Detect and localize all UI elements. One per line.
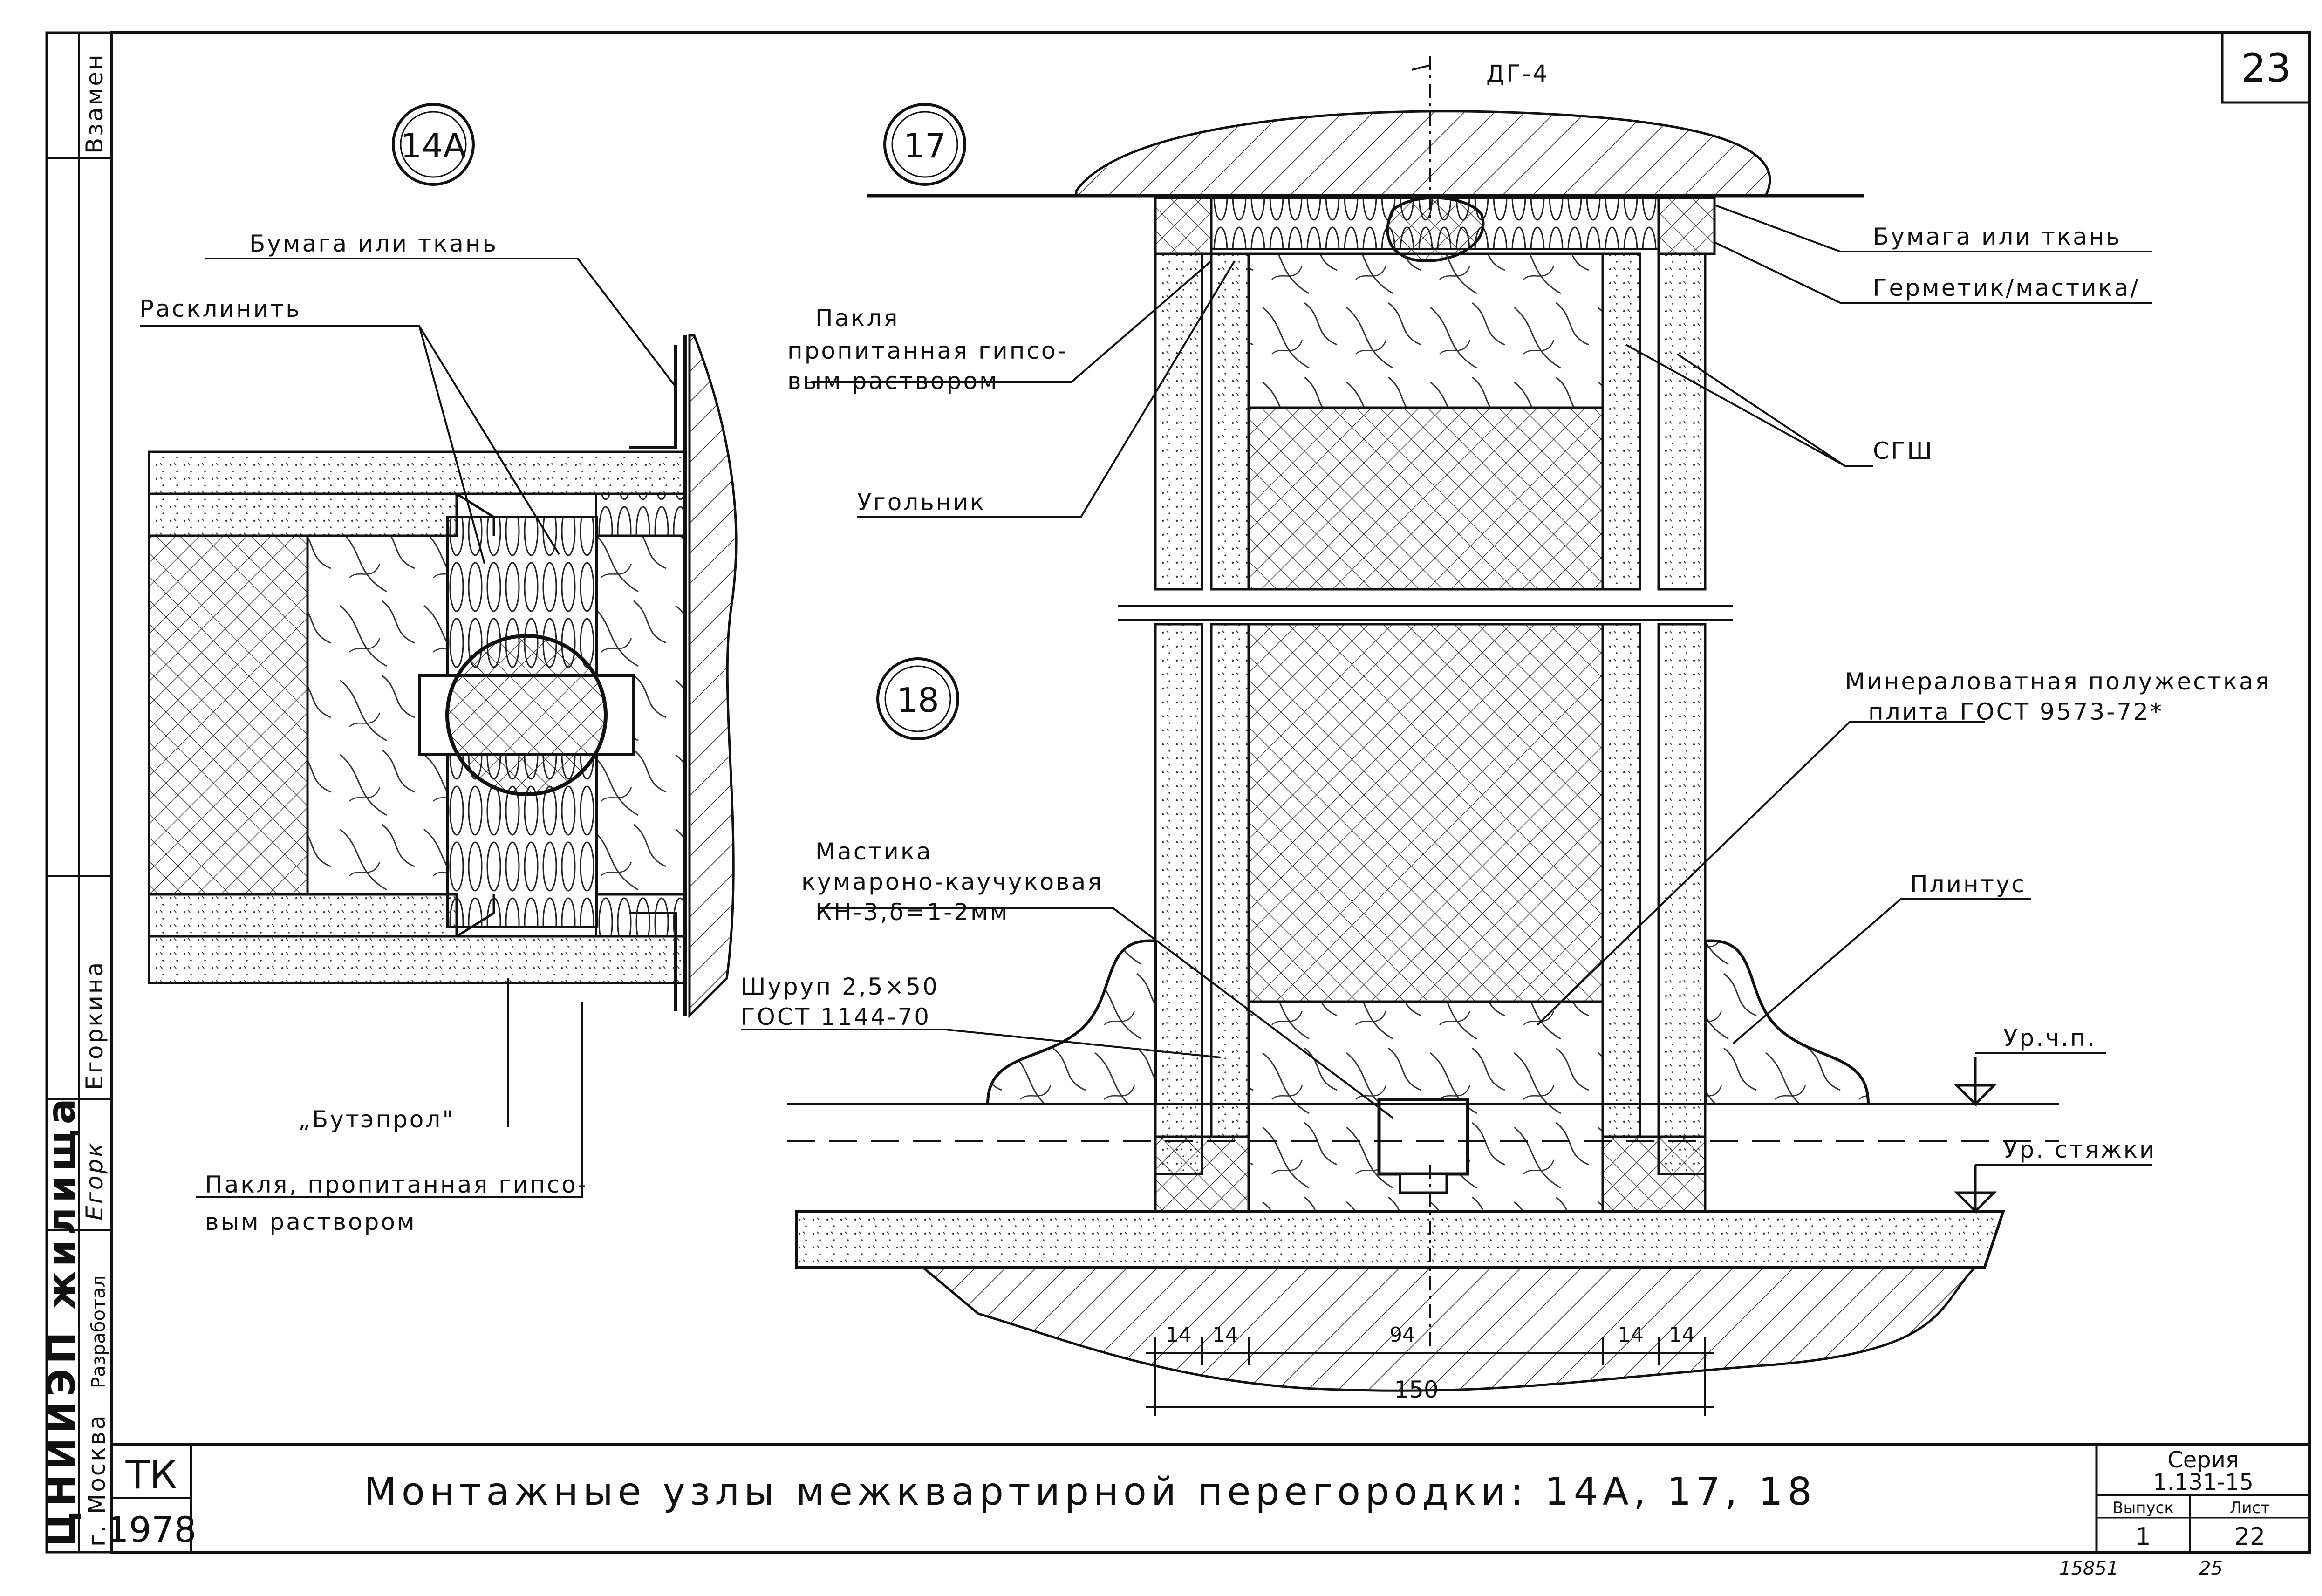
sheet-label: Лист [2230,1499,2270,1517]
label-14a-pakla-1: Пакля, пропитанная гипсо- [205,1171,588,1198]
label-17-sealant: Герметик/мастика/ [1873,274,2140,301]
issue-value: 1 [2135,1523,2151,1551]
label-18-mineral-2: плита ГОСТ 9573-72* [1868,698,2164,725]
ceiling-slab [1075,110,1771,197]
dim-14-a: 14 [1166,1323,1192,1347]
label-14a-wedge: Расклинить [140,295,301,322]
dim-94: 94 [1389,1323,1415,1347]
label-18-mastic-2: кумароно-каучуковая [801,868,1103,895]
dim-150: 150 [1394,1376,1438,1403]
label-18-screed-level: Ур. стяжки [2003,1136,2156,1163]
node-17: 17 [903,126,946,165]
label-14a-pakla-2: вым раствором [205,1208,417,1235]
label-17-angle: Угольник [857,489,986,516]
label-14a-butepro: „Бутэпрол" [298,1106,455,1133]
issue-label: Выпуск [2112,1499,2174,1517]
stamp-signature: Егорк [81,1141,108,1221]
detail-17: 17 ДГ-4 Пакля пропитанная ги [787,56,2152,621]
label-18-mastic-1: Мастика [815,838,933,865]
dim-14-b: 14 [1212,1323,1238,1347]
timber-top-17 [1247,252,1604,409]
stamp-city: г. Москва [83,1413,110,1547]
stamp-replaces: Взамен [81,53,108,154]
label-14a-paper: Бумага или ткань [249,230,498,257]
label-18-screw-1: Шуруп 2,5×50 [741,973,939,1000]
board-bottom-outer [148,935,686,984]
label-17-dg4: ДГ-4 [1486,60,1549,87]
sheet-value: 22 [2234,1523,2265,1551]
node-14a: 14А [401,126,466,165]
sheet-number-box [2221,31,2311,104]
mineral-wool-18 [1247,623,1604,1003]
dg4-gasket [1386,196,1485,263]
label-17-pakla-2: пропитанная гипсо- [787,337,1068,364]
label-17-pakla-3: вым раствором [787,368,999,395]
plinth-right [1704,939,1870,1105]
stamp-author: Егоркина [81,961,108,1090]
footer-code: 15851 [2059,1558,2118,1579]
board-top-inner [148,492,458,537]
screed-layer [795,1210,2006,1269]
label-17-paper: Бумага или ткань [1873,223,2122,250]
board-bottom-inner [148,893,458,938]
detail-14a: 14А Бумага или ткань Расклинить „ [140,103,738,1235]
series-label: Серия [2167,1447,2239,1473]
detail-18: 18 [741,623,2271,1416]
stamp-org: ЦНИИЭП жилища [40,1094,84,1547]
label-17-sgsh: СГШ [1873,437,1934,464]
plinth-left [986,939,1157,1105]
stamp-tk: ТК [125,1452,178,1498]
node-18: 18 [896,681,939,720]
series-value: 1.131-15 [2153,1469,2254,1495]
stamp-developed: Разработал [88,1275,109,1388]
label-18-mastic-3: КН-3,δ=1-2мм [815,899,1009,926]
mineral-wool-17 [1247,406,1604,591]
gasket-14a [445,634,608,796]
series-box [2095,1443,2311,1554]
screw-block [1377,1098,1469,1176]
label-17-pakla-1: Пакля [815,305,899,332]
label-18-plinth: Плинтус [1910,871,2026,898]
mineral-wool-14a [148,534,309,896]
floor-slab [919,1266,1979,1392]
dim-14-c: 14 [1618,1323,1644,1347]
wall-14a [688,334,738,1019]
board-top-outer [148,450,686,495]
node-14a-circle [392,103,475,186]
footer-page: 25 [2199,1558,2223,1579]
node-18-circle [876,657,959,740]
drawing-title: Монтажные узлы межквартирной перегородки… [364,1470,1817,1514]
label-18-mineral-1: Минераловатная полужесткая [1845,668,2271,695]
label-18-floor-level: Ур.ч.п. [2003,1024,2097,1051]
stamp-year: 1978 [106,1509,196,1550]
sheet-number: 23 [2241,45,2291,91]
dim-14-d: 14 [1669,1323,1695,1347]
node-17-circle [883,103,966,186]
label-18-screw-2: ГОСТ 1144-70 [741,1003,931,1030]
